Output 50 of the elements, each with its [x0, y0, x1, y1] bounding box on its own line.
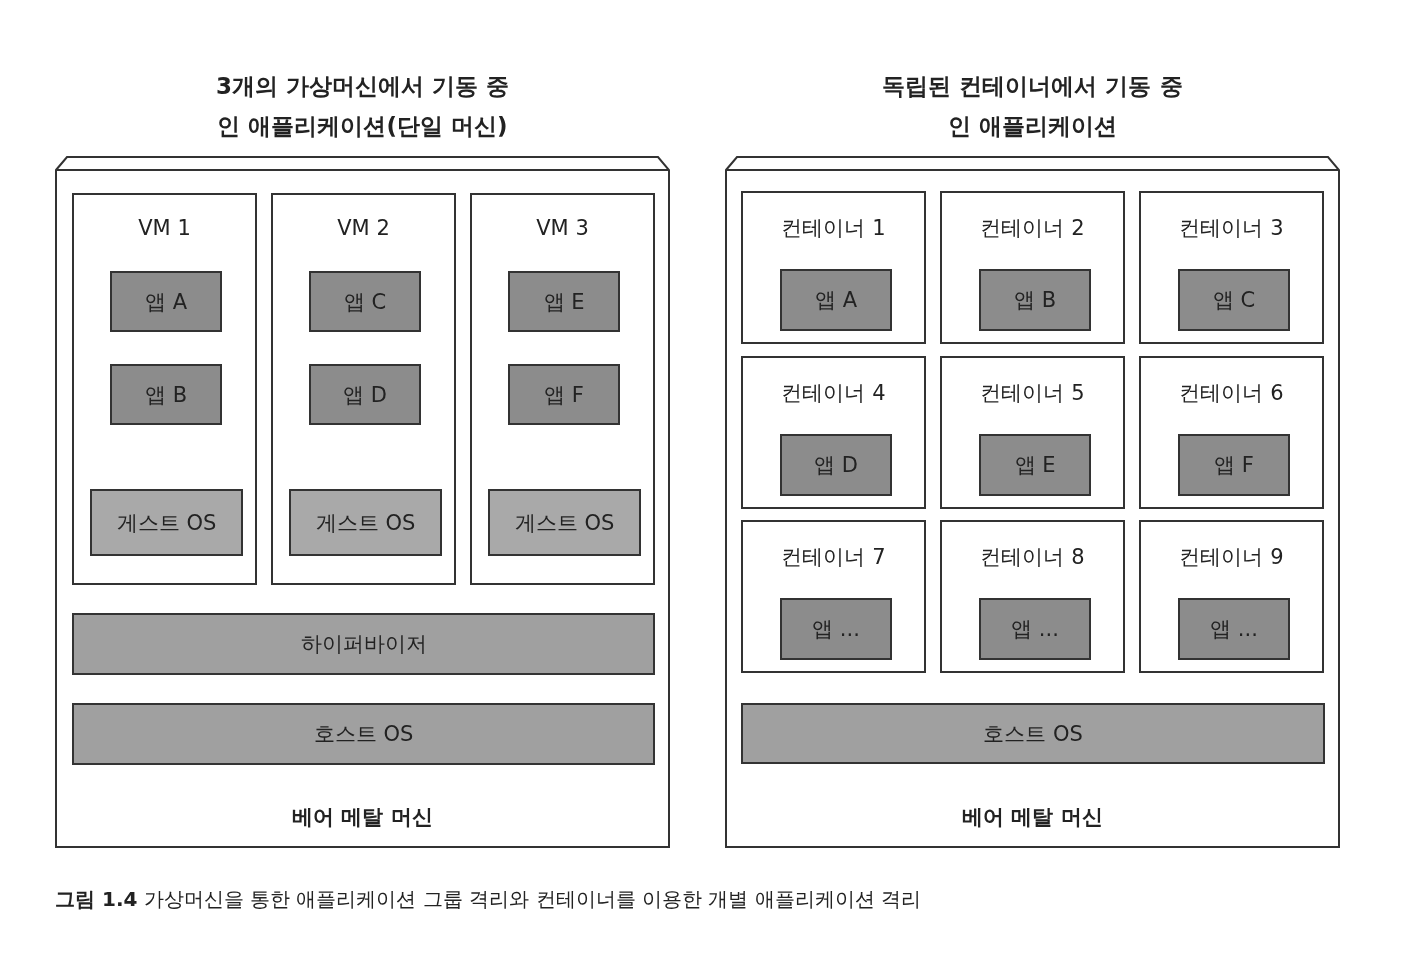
app-box: 앱 A [110, 271, 222, 332]
diagram-heading: 독립된 컨테이너에서 기동 중인 애플리케이션 [881, 72, 1184, 141]
box-label: 컨테이너 4 [780, 380, 887, 407]
figure-caption: 그림 1.4 가상머신을 통한 애플리케이션 그룹 격리와 컨테이너를 이용한 개별 애플리케이션 격리 [55, 886, 921, 913]
container-box [940, 191, 1125, 344]
app-box: 앱 E [508, 271, 620, 332]
app-box: 앱 C [1178, 269, 1290, 331]
box-label: VM 1 [137, 216, 192, 240]
box-label: 컨테이너 9 [1178, 544, 1285, 571]
container-box [1139, 520, 1324, 673]
app-box: 앱 A [780, 269, 892, 331]
app-box: 앱 F [1178, 434, 1290, 496]
container-box [1139, 356, 1324, 509]
machine-label: 베어 메탈 머신 [961, 804, 1104, 831]
box-label: VM 3 [535, 216, 590, 240]
container-box [741, 520, 926, 673]
container-box [741, 356, 926, 509]
app-box: 앱 ... [1178, 598, 1290, 660]
box-label: 컨테이너 1 [780, 215, 887, 242]
box-label: 컨테이너 3 [1178, 215, 1285, 242]
layer-box: 호스트 OS [741, 703, 1325, 764]
app-box: 앱 B [979, 269, 1091, 331]
container-box [1139, 191, 1324, 344]
app-box: 앱 F [508, 364, 620, 425]
container-box [271, 193, 456, 585]
box-label: 컨테이너 2 [979, 215, 1086, 242]
container-box [741, 191, 926, 344]
layer-box: 호스트 OS [72, 703, 655, 765]
app-box: 앱 D [309, 364, 421, 425]
app-box: 앱 ... [979, 598, 1091, 660]
box-label: 컨테이너 8 [979, 544, 1086, 571]
app-box: 앱 C [309, 271, 421, 332]
app-box: 앱 B [110, 364, 222, 425]
container-box [940, 520, 1125, 673]
box-label: 컨테이너 7 [780, 544, 887, 571]
app-box: 앱 D [780, 434, 892, 496]
diagram-heading: 3개의 가상머신에서 기동 중인 애플리케이션(단일 머신) [215, 72, 510, 141]
guest-os-box: 게스트 OS [488, 489, 641, 556]
machine-label: 베어 메탈 머신 [291, 804, 434, 831]
box-label: VM 2 [336, 216, 391, 240]
box-label: 컨테이너 5 [979, 380, 1086, 407]
box-label: 컨테이너 6 [1178, 380, 1285, 407]
guest-os-box: 게스트 OS [289, 489, 442, 556]
app-box: 앱 E [979, 434, 1091, 496]
container-box [470, 193, 655, 585]
guest-os-box: 게스트 OS [90, 489, 243, 556]
app-box: 앱 ... [780, 598, 892, 660]
container-box [72, 193, 257, 585]
layer-box: 하이퍼바이저 [72, 613, 655, 675]
container-box [940, 356, 1125, 509]
